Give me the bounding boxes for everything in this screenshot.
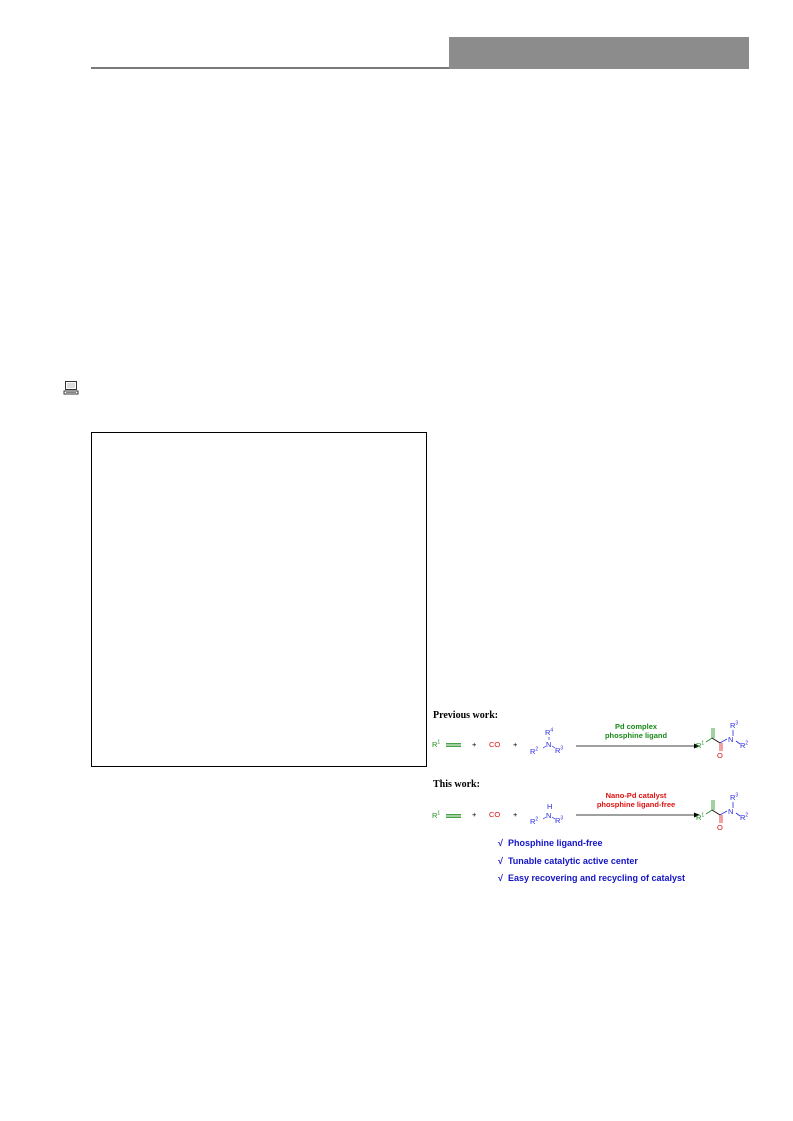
this-product-r3: R3 <box>730 792 739 802</box>
header-rule <box>91 67 449 69</box>
this-amine-r3: R3 <box>555 815 564 825</box>
previous-amine-r2: R2 <box>530 746 539 756</box>
this-amine-r2: R2 <box>530 816 539 826</box>
this-product-o: O <box>717 823 723 832</box>
previous-amine-r4: R4 <box>545 727 554 737</box>
previous-conditions: Pd complex phosphine ligand <box>604 722 668 740</box>
this-plus-2: + <box>513 810 518 819</box>
previous-amine-n: N <box>546 740 552 749</box>
feature-item: √ Phosphine ligand-free <box>498 838 603 848</box>
previous-product-o: O <box>717 751 723 760</box>
this-plus-1: + <box>472 810 477 819</box>
this-amine-h: H <box>547 802 553 811</box>
previous-amine-r3: R3 <box>555 745 564 755</box>
previous-product-n: N <box>728 735 734 744</box>
this-product-r2: R2 <box>740 812 749 822</box>
this-co: CO <box>489 810 501 819</box>
this-alkyne: R1 <box>432 810 441 820</box>
previous-plus-2: + <box>513 740 518 749</box>
this-product-n: N <box>728 807 734 816</box>
feature-item: √ Easy recovering and recycling of catal… <box>498 873 686 883</box>
previous-plus-1: + <box>472 740 477 749</box>
graphical-abstract-frame <box>91 432 427 767</box>
this-amine-n: N <box>546 811 552 820</box>
previous-co: CO <box>489 740 501 749</box>
this-product-r1: R1 <box>696 812 705 822</box>
previous-product-r2: R2 <box>740 740 749 750</box>
computer-icon <box>63 381 79 395</box>
previous-alkyne: R1 <box>432 739 441 749</box>
reaction-scheme: Previous work: R1 + CO + R4 N R2 R3 Pd c… <box>428 700 790 890</box>
scheme-lines <box>446 728 741 823</box>
previous-product-r3: R3 <box>730 720 739 730</box>
previous-work-label: Previous work: <box>433 710 499 721</box>
this-work-label: This work: <box>433 779 480 790</box>
feature-item: √ Tunable catalytic active center <box>498 856 638 866</box>
previous-product-r1: R1 <box>696 740 705 750</box>
header-bar <box>449 37 749 69</box>
this-conditions: Nano-Pd catalyst phosphine ligand-free <box>596 791 676 809</box>
